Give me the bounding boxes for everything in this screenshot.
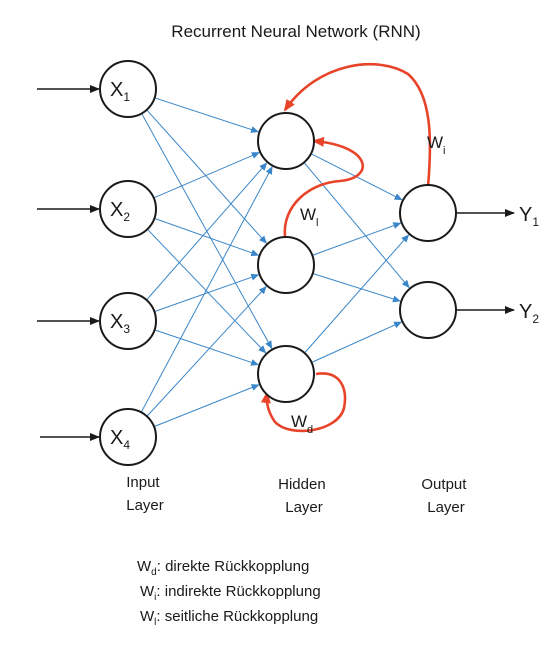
connection-hidden-2-output-2 — [312, 273, 401, 303]
input-node-1-subscript: 1 — [123, 90, 130, 104]
connection-hidden-3-output-1 — [304, 234, 410, 354]
connection-input-3-hidden-3 — [154, 329, 259, 366]
connection-hidden-1-output-2 — [303, 162, 410, 289]
direct-feedback-arrow — [260, 372, 347, 433]
output-layer-label-line1: Output — [421, 476, 467, 493]
hidden-layer-label-line1: Hidden — [278, 476, 326, 493]
connection-input-2-hidden-3 — [147, 228, 267, 354]
connection-input-1-hidden-1 — [154, 97, 259, 133]
svg-text:Wd: Wd — [291, 412, 313, 436]
svg-text:Wl: Wl — [300, 205, 319, 229]
input-layer-label-line2: Layer — [126, 497, 164, 514]
connection-input-2-hidden-2 — [154, 217, 260, 257]
output-label-y1: Y — [519, 204, 532, 226]
hidden-node-3 — [257, 345, 315, 403]
legend-item-direct-subscript: d — [151, 567, 157, 578]
input-node-3: X3 — [99, 292, 157, 350]
svg-text:X4: X4 — [110, 427, 130, 452]
svg-text:Wi: Wi — [427, 133, 446, 157]
connection-input-4-hidden-3 — [153, 384, 260, 428]
lateral-feedback-arrow — [283, 136, 365, 238]
input-node-4-subscript: 4 — [123, 438, 130, 452]
weight-label-indirect-subscript: i — [443, 145, 445, 157]
input-node-2-label: X — [110, 199, 123, 221]
legend-item-lateral-text: : seitliche Rückkopplung — [156, 608, 318, 625]
svg-text:Wl: seitliche Rückkopplung: Wl: seitliche Rückkopplung — [140, 608, 318, 628]
legend-item-indirect-subscript: i — [154, 592, 156, 603]
input-node-4: X4 — [99, 408, 157, 466]
input-layer-label-line1: Input — [126, 474, 160, 491]
output-layer-label-line2: Layer — [427, 499, 465, 516]
output-arrows — [456, 209, 515, 314]
weight-label-direct: W — [291, 412, 307, 431]
svg-text:Output Layer: Output Layer — [421, 476, 470, 516]
legend-item-lateral-subscript: l — [154, 617, 156, 628]
legend-item-indirect-text: : indirekte Rückkopplung — [156, 583, 320, 600]
connection-input-1-hidden-2 — [146, 109, 267, 244]
hidden-layer — [257, 112, 315, 403]
hidden-node-1 — [257, 112, 315, 170]
svg-text:Y2: Y2 — [519, 301, 539, 326]
output-node-2 — [399, 281, 457, 339]
output-label-y1-subscript: 1 — [532, 215, 539, 229]
connection-input-3-hidden-2 — [154, 273, 260, 313]
svg-text:Wi: indirekte Rückkopplung: Wi: indirekte Rückkopplung — [140, 583, 321, 603]
connection-hidden-2-output-1 — [312, 222, 402, 256]
connection-input-3-hidden-1 — [146, 162, 268, 301]
input-layer: X1 X2 X3 X4 — [99, 60, 157, 466]
connection-input-2-hidden-1 — [153, 152, 260, 199]
hidden-node-2 — [257, 236, 315, 294]
weight-label-lateral-subscript: l — [316, 217, 318, 229]
input-arrows — [37, 85, 100, 441]
output-label-y2: Y — [519, 301, 532, 323]
input-node-3-subscript: 3 — [123, 322, 130, 336]
input-node-4-label: X — [110, 427, 123, 449]
input-node-2: X2 — [99, 180, 157, 238]
svg-text:Input Layer: Input Layer — [126, 474, 164, 514]
connection-input-4-hidden-2 — [146, 286, 267, 417]
svg-text:X2: X2 — [110, 199, 130, 224]
output-layer — [399, 184, 457, 339]
weight-label-lateral: W — [300, 205, 316, 224]
input-node-1-label: X — [110, 79, 123, 101]
legend-item-direct-symbol: W — [137, 558, 152, 575]
output-node-1 — [399, 184, 457, 242]
weight-label-direct-subscript: d — [307, 424, 313, 436]
legend-item-lateral-symbol: W — [140, 608, 155, 625]
legend: Wd: direkte Rückkopplung Wi: indirekte R… — [137, 558, 321, 628]
indirect-feedback-arrow — [283, 62, 432, 188]
input-node-2-subscript: 2 — [123, 210, 130, 224]
input-node-3-label: X — [110, 311, 123, 333]
svg-text:X1: X1 — [110, 79, 130, 104]
svg-text:Y1: Y1 — [519, 204, 539, 229]
legend-item-direct-text: : direkte Rückkopplung — [157, 558, 310, 575]
svg-text:Hidden Layer: Hidden Layer — [278, 476, 330, 516]
output-label-y2-subscript: 2 — [532, 312, 539, 326]
feedback-loops — [260, 62, 432, 433]
svg-text:Wd: direkte Rückkopplung: Wd: direkte Rückkopplung — [137, 558, 309, 578]
weight-label-indirect: W — [427, 133, 443, 152]
connection-hidden-3-output-2 — [311, 321, 403, 363]
connection-input-4-hidden-1 — [140, 166, 273, 413]
diagram-title: Recurrent Neural Network (RNN) — [171, 22, 420, 41]
input-node-1: X1 — [99, 60, 157, 118]
svg-text:X3: X3 — [110, 311, 130, 336]
legend-item-indirect-symbol: W — [140, 583, 155, 600]
hidden-layer-label-line2: Layer — [285, 499, 323, 516]
